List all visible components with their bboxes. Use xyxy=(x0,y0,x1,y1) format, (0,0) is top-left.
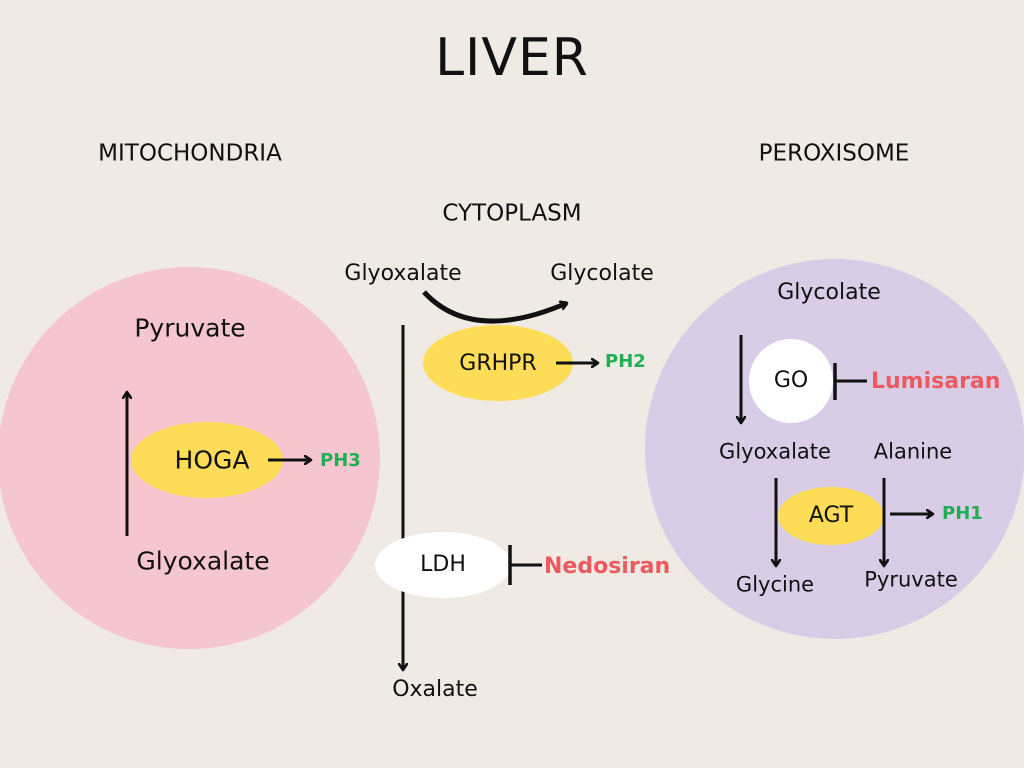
glycine-label: Glycine xyxy=(735,572,815,597)
mitochondria-label: MITOCHONDRIA xyxy=(98,140,282,167)
cyto-glycolate-label: Glycolate xyxy=(550,261,654,286)
perox-glyoxalate-label: Glyoxalate xyxy=(719,439,831,464)
mito-pyruvate-label: Pyruvate xyxy=(134,313,246,343)
hoga-enzyme-node xyxy=(131,422,283,498)
ph2-label: PH2 xyxy=(605,351,646,372)
nedosiran-label: Nedosiran xyxy=(544,554,671,579)
perox-pyruvate-label: Pyruvate xyxy=(864,567,958,592)
grhpr-label: GRHPR xyxy=(459,351,537,376)
lumisaran-label: Lumisaran xyxy=(871,369,1001,394)
agt-label: AGT xyxy=(808,503,854,528)
peroxisome-label: PEROXISOME xyxy=(758,140,910,167)
go-label: GO xyxy=(773,368,809,393)
ph1-label: PH1 xyxy=(942,503,983,524)
cytoplasm-label: CYTOPLASM xyxy=(442,200,582,227)
hoga-label: HOGA xyxy=(174,445,250,475)
cyto-glyoxalate-label: Glyoxalate xyxy=(344,261,462,286)
perox-glycolate-label: Glycolate xyxy=(777,280,881,305)
glyoxalate-to-glycolate-curved-arrow xyxy=(422,290,567,324)
mito-glyoxalate-label: Glyoxalate xyxy=(136,546,270,576)
oxalate-label: Oxalate xyxy=(392,677,478,702)
alanine-label: Alanine xyxy=(873,439,953,464)
grhpr-enzyme-node xyxy=(423,325,573,401)
ldh-enzyme-node xyxy=(375,532,511,598)
ph3-label: PH3 xyxy=(320,450,361,471)
ldh-label: LDH xyxy=(420,552,466,577)
go-enzyme-node xyxy=(749,339,833,423)
page-title: LIVER xyxy=(435,28,589,88)
peroxisome-compartment xyxy=(645,259,1024,639)
agt-enzyme-node xyxy=(778,487,884,545)
